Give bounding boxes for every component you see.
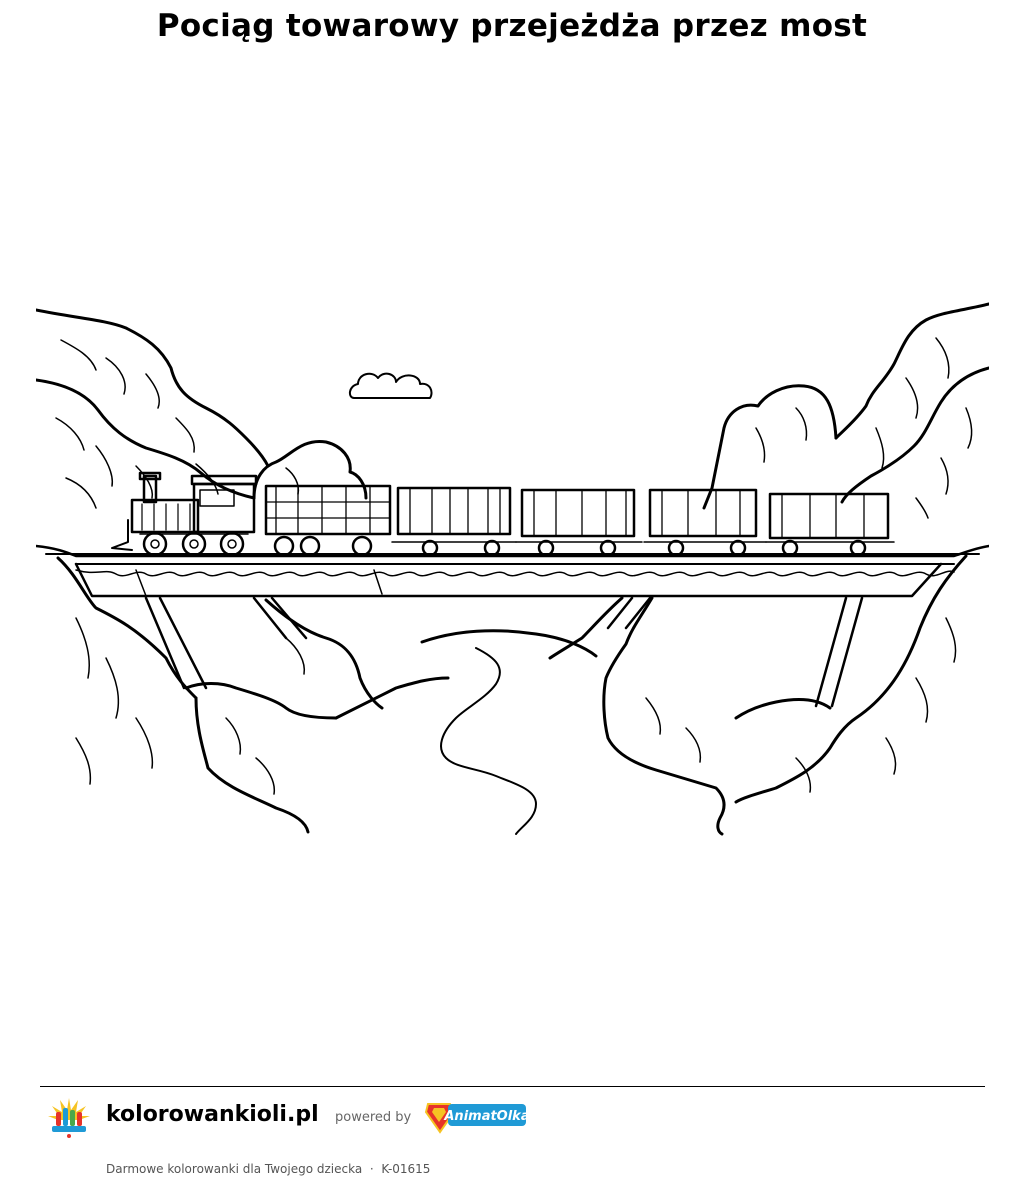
coloring-code: K-01615 [381,1162,431,1176]
lower-canyon [56,554,968,836]
footer-tagline: Darmowe kolorowanki dla Twojego dziecka … [106,1162,430,1176]
right-mountain-shading [755,337,973,519]
page-title: Pociąg towarowy przejeżdża przez most [156,8,868,44]
canyon-shading [75,617,957,795]
site-name[interactable]: kolorowankioli.pl [106,1102,319,1127]
kolorowanki-logo[interactable] [46,1094,92,1140]
powered-by-label: powered by [335,1110,412,1125]
left-mountains [36,308,368,500]
tagline-separator: · [369,1162,374,1176]
cloud [348,372,433,399]
river [440,647,537,835]
partner-logo-text: AnimatOlka [443,1109,528,1124]
footer-divider [40,1086,985,1087]
bridge [36,544,989,708]
left-mountain-shading [55,339,300,509]
tagline-text: Darmowe kolorowanki dla Twojego dziecka [106,1162,363,1176]
train [111,471,895,557]
right-mountains [702,302,989,510]
coloring-illustration [36,302,989,836]
animatolka-logo[interactable]: AnimatOlka [424,1098,528,1134]
